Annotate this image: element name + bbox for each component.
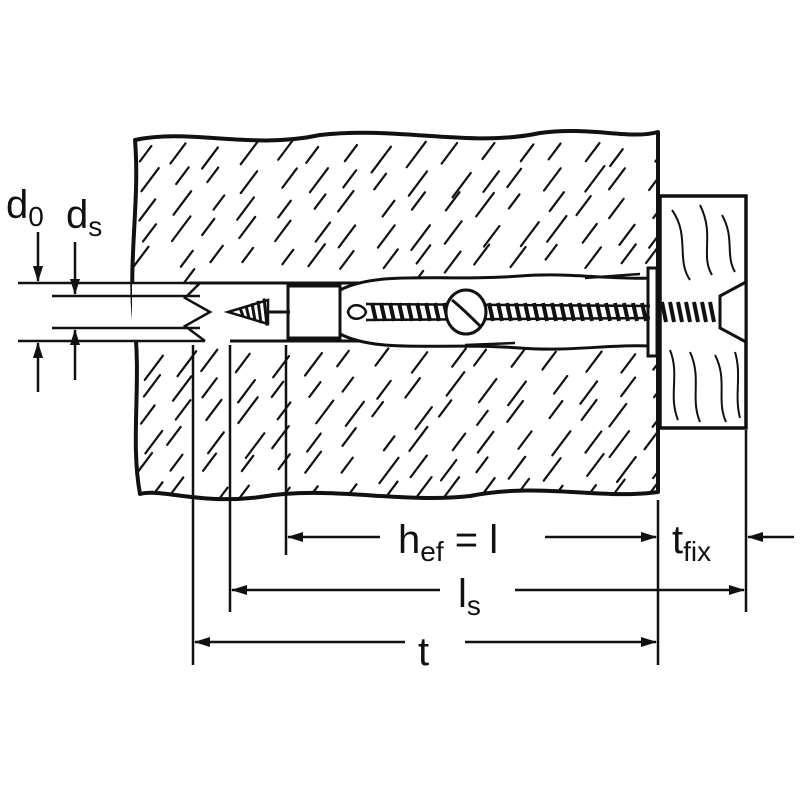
anchor-plug-sleeve: [286, 266, 659, 358]
dimension-arrows: [33, 232, 794, 647]
label-ls: ls: [458, 572, 481, 621]
label-t: t: [418, 630, 429, 674]
label-ds: ds: [66, 193, 102, 242]
label-d0: d0: [6, 183, 44, 232]
extension-lines: [18, 281, 748, 665]
label-tfix: tfix: [672, 518, 711, 567]
concrete-hatching: [132, 138, 659, 500]
label-hef: hef = l: [398, 518, 498, 567]
screw: [223, 279, 748, 345]
